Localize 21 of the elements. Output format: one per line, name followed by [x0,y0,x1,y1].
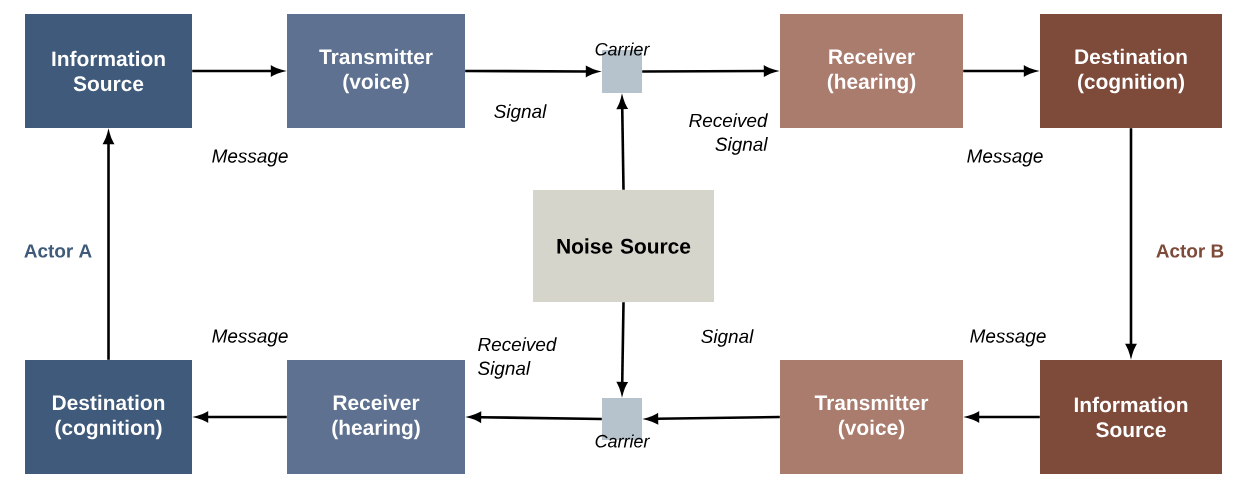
process-box: Destination (cognition) [1040,14,1222,128]
process-box: Noise Source [533,190,714,302]
edge-label: Received Signal [478,337,557,379]
process-box: Transmitter (voice) [780,360,963,474]
edge-label: Message [967,149,1043,167]
process-box: Receiver (hearing) [780,14,963,128]
process-box: Receiver (hearing) [287,360,465,474]
edge-label: Actor B [1156,244,1224,258]
process-box: Destination (cognition) [25,360,192,474]
process-box: Information Source [1040,360,1222,474]
edge-label: Received Signal [689,113,768,155]
carrier-label: Carrier [595,42,650,56]
edge-label: Actor A [24,244,92,258]
edge-label: Message [970,329,1046,347]
edge-label: Message [212,329,288,347]
edge-label: Message [212,149,288,167]
edge-label: Signal [494,104,547,122]
edge-label: Signal [701,329,754,347]
carrier-label: Carrier [595,434,650,448]
process-box: Information Source [25,14,192,128]
process-box: Transmitter (voice) [287,14,465,128]
